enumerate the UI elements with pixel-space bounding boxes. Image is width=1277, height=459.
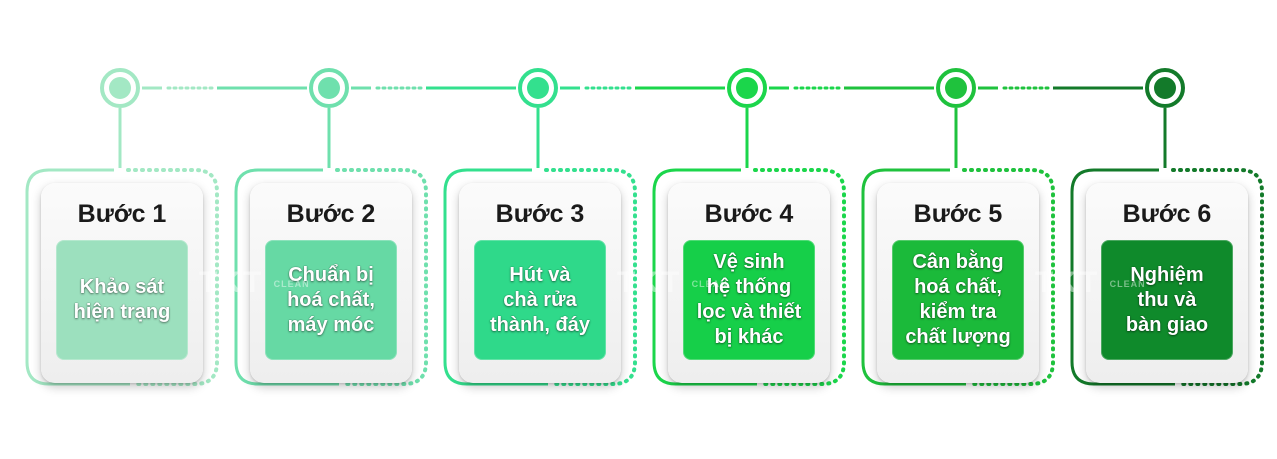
step-content-box: Hút và chà rửa thành, đáy bbox=[474, 240, 606, 360]
step-card: Bước 2 Chuẩn bị hoá chất, máy móc bbox=[250, 183, 412, 383]
step-node-dot bbox=[109, 77, 131, 99]
step-card: Bước 6 Nghiệm thu và bàn giao bbox=[1086, 183, 1248, 383]
watermark-sub: CLEAN bbox=[1109, 279, 1146, 290]
frame-solid bbox=[25, 168, 130, 386]
step-node-dot bbox=[736, 77, 758, 99]
frame-dotted bbox=[962, 168, 1055, 386]
step-node-dot bbox=[1154, 77, 1176, 99]
watermark-brand: TKT bbox=[617, 266, 682, 299]
step-description: Vệ sinh hệ thống lọc và thiết bị khác bbox=[696, 251, 802, 348]
step-title: Bước 3 bbox=[495, 200, 585, 228]
step-card: Bước 1 Khảo sát hiện trạng bbox=[41, 183, 203, 383]
step-description: Cân bằng hoá chất, kiểm tra chất lượng bbox=[905, 251, 1011, 348]
step-card: Bước 5 Cân bằng hoá chất, kiểm tra chất l… bbox=[877, 183, 1039, 383]
step-node-dot bbox=[945, 77, 967, 99]
step-title: Bước 6 bbox=[1122, 200, 1212, 228]
frame-solid bbox=[443, 168, 548, 386]
frame-solid bbox=[861, 168, 966, 386]
watermark-logo: TKT CLEAN bbox=[617, 266, 728, 300]
step-title: Bước 2 bbox=[286, 200, 376, 228]
step-content-box: Cân bằng hoá chất, kiểm tra chất lượng bbox=[892, 240, 1024, 360]
step-description: Nghiệm thu và bàn giao bbox=[1125, 263, 1209, 336]
step-node-dot bbox=[527, 77, 549, 99]
frame-dotted bbox=[544, 168, 637, 386]
watermark-logo: TKT CLEAN bbox=[199, 266, 310, 300]
step-description: Hút và chà rửa thành, đáy bbox=[489, 263, 590, 336]
watermark-brand: TKT bbox=[1035, 266, 1100, 299]
frame-solid bbox=[234, 168, 339, 386]
frame-dotted bbox=[1171, 168, 1264, 386]
frame-dotted bbox=[335, 168, 428, 386]
watermark-brand: TKT bbox=[199, 266, 264, 299]
frame-solid bbox=[652, 168, 757, 386]
frame-dotted bbox=[126, 168, 219, 386]
watermark-sub: CLEAN bbox=[691, 279, 728, 290]
step-node-dot bbox=[318, 77, 340, 99]
step-content-box: Vệ sinh hệ thống lọc và thiết bị khác bbox=[683, 240, 815, 360]
watermark-sub: CLEAN bbox=[273, 279, 310, 290]
step-card: Bước 3 Hút và chà rửa thành, đáy bbox=[459, 183, 621, 383]
step-title: Bước 1 bbox=[77, 200, 167, 228]
step-title: Bước 4 bbox=[704, 200, 794, 228]
step-description: Chuẩn bị hoá chất, máy móc bbox=[287, 263, 375, 336]
frame-solid bbox=[1070, 168, 1175, 386]
step-content-box: Chuẩn bị hoá chất, máy móc bbox=[265, 240, 397, 360]
watermark-logo: TKT CLEAN bbox=[1035, 266, 1146, 300]
frame-dotted bbox=[753, 168, 846, 386]
step-title: Bước 5 bbox=[913, 200, 1003, 228]
step-description: Khảo sát hiện trạng bbox=[73, 276, 171, 323]
step-content-box: Khảo sát hiện trạng bbox=[56, 240, 188, 360]
step-card: Bước 4 Vệ sinh hệ thống lọc và thiết bị k… bbox=[668, 183, 830, 383]
step-content-box: Nghiệm thu và bàn giao bbox=[1101, 240, 1233, 360]
